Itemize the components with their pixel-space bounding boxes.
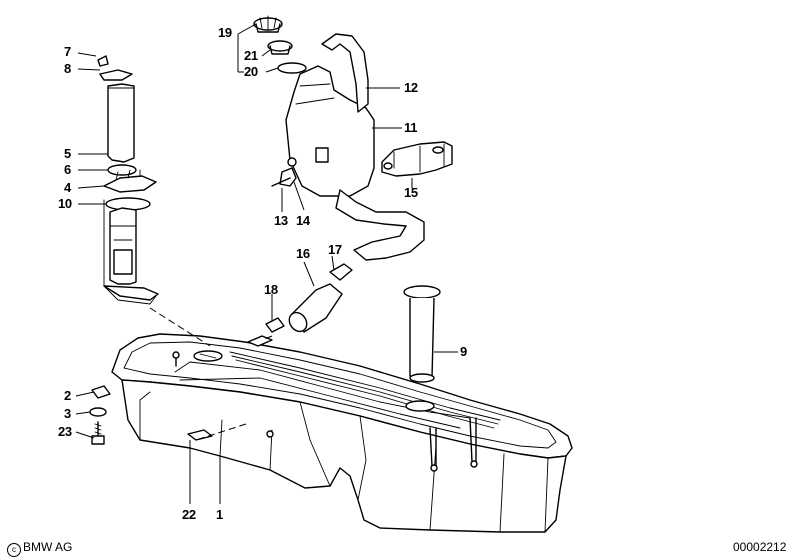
diagram-number: 00002212 bbox=[733, 540, 787, 554]
fuel-tank bbox=[111, 333, 573, 533]
callout-9: 9 bbox=[460, 344, 467, 359]
callout-8: 8 bbox=[64, 61, 71, 76]
callout-22: 22 bbox=[182, 507, 196, 522]
callout-6: 6 bbox=[64, 162, 71, 177]
callout-15: 15 bbox=[404, 185, 418, 200]
callout-1: 1 bbox=[216, 507, 223, 522]
assembly-guide-lines bbox=[149, 307, 273, 441]
callout-21: 21 bbox=[244, 48, 258, 63]
callout-17: 17 bbox=[328, 242, 342, 257]
callout-3: 3 bbox=[64, 406, 71, 421]
level-sensor-tube bbox=[403, 285, 441, 383]
callout-leaders bbox=[75, 23, 458, 504]
bracket bbox=[381, 141, 453, 177]
callout-20: 20 bbox=[244, 64, 258, 79]
callout-2: 2 bbox=[64, 388, 71, 403]
callout-12: 12 bbox=[404, 80, 418, 95]
fuel-pump-sender-assembly bbox=[97, 55, 159, 305]
callout-16: 16 bbox=[296, 246, 310, 261]
callout-10: 10 bbox=[58, 196, 72, 211]
callout-14: 14 bbox=[296, 213, 310, 228]
filler-hose-clamps bbox=[265, 263, 353, 333]
callout-19: 19 bbox=[218, 25, 232, 40]
callout-18: 18 bbox=[264, 282, 278, 297]
callout-23: 23 bbox=[58, 424, 72, 439]
callout-13: 13 bbox=[274, 213, 288, 228]
mounting-hardware bbox=[89, 385, 111, 445]
callout-5: 5 bbox=[64, 146, 71, 161]
copyright-icon: c bbox=[7, 543, 21, 557]
brand-name: BMW AG bbox=[23, 540, 73, 554]
callout-4: 4 bbox=[64, 180, 71, 195]
filler-neck-expansion-tank bbox=[253, 15, 425, 261]
callout-11: 11 bbox=[404, 120, 418, 135]
callout-7: 7 bbox=[64, 44, 71, 59]
